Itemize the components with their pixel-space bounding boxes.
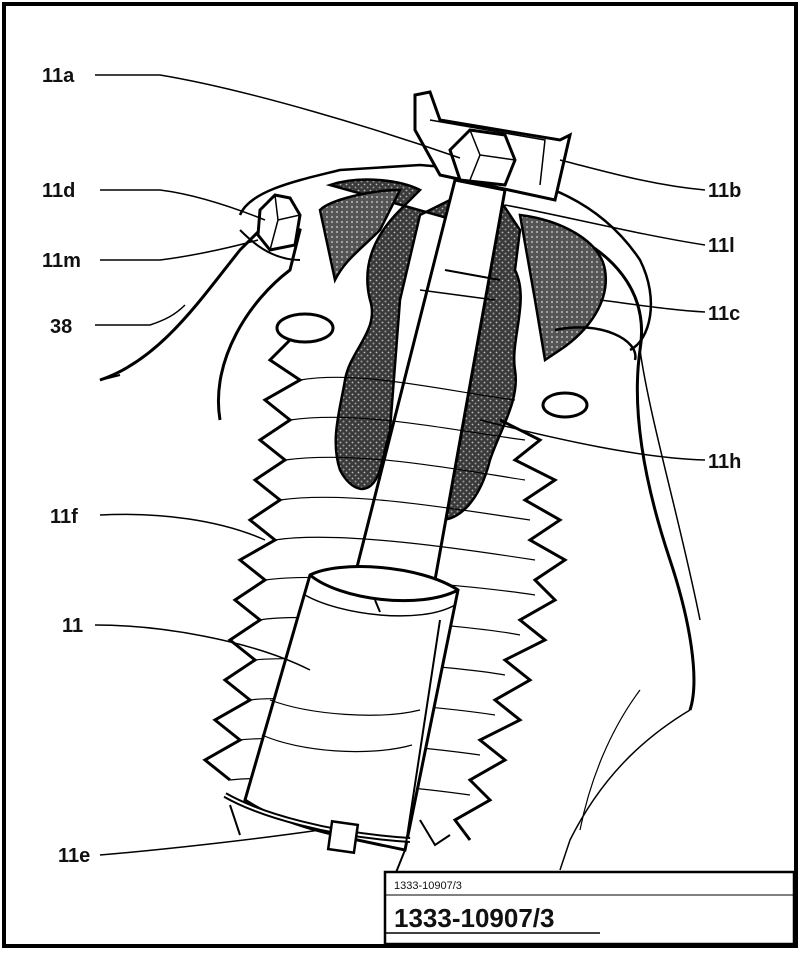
dust-boot-left-edge — [202, 338, 303, 782]
label-11f: 11f — [50, 506, 78, 528]
reference-number-small: 1333-10907/3 — [394, 880, 462, 892]
seat-ring-right — [541, 391, 589, 419]
upper-mount-rubber — [518, 213, 608, 363]
bump-stop-buffer — [325, 178, 522, 522]
label-11d: 11d — [42, 180, 75, 202]
right-body-panel — [559, 228, 696, 711]
label-11b: 11b — [708, 180, 741, 202]
label-11: 11 — [62, 615, 83, 637]
label-11l: 11l — [708, 235, 735, 257]
label-11e: 11e — [58, 845, 90, 867]
label-11h: 11h — [708, 451, 741, 473]
reference-number-large: 1333-10907/3 — [394, 903, 554, 933]
label-11c: 11c — [708, 303, 740, 325]
reference-box — [383, 870, 796, 946]
label-11a: 11a — [42, 65, 75, 87]
clamp-buckle — [326, 819, 360, 855]
label-38: 38 — [50, 316, 72, 338]
dust-boot-right-edge — [452, 418, 568, 841]
label-11m: 11m — [42, 250, 81, 272]
seat-ring-left — [275, 312, 335, 344]
leader-lines — [94, 74, 706, 856]
mounting-stud — [256, 193, 302, 252]
